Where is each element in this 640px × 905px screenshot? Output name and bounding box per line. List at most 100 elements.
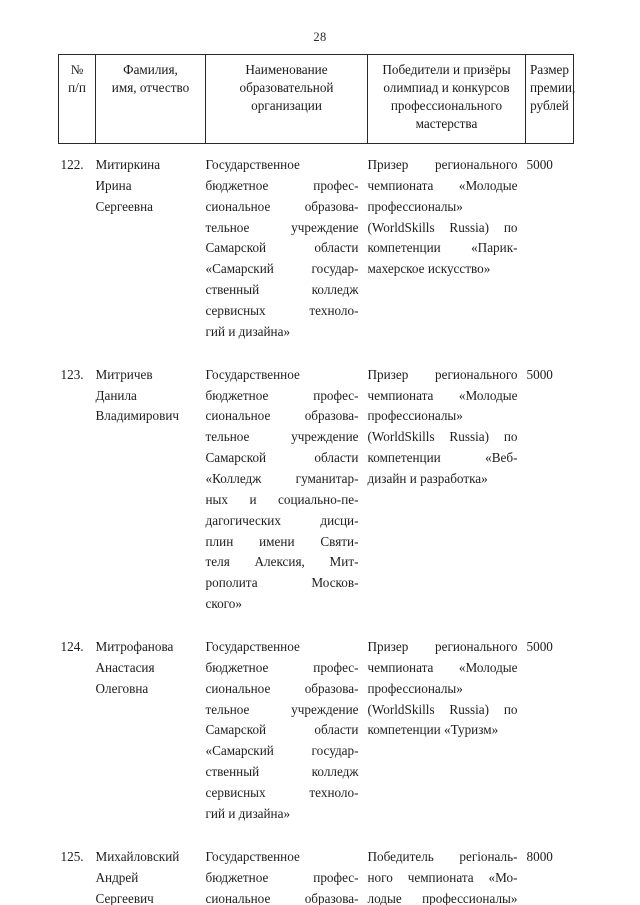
text-line: сиональное образова-: [205, 408, 359, 424]
text-line: Государственное: [205, 848, 300, 864]
text-line: сиональное образова-: [205, 680, 359, 696]
text-line: ственный колледж: [205, 282, 359, 298]
column-header-line: №: [70, 62, 84, 77]
text-line: ского»: [205, 596, 242, 612]
text-line: «Самарский государ-: [205, 261, 359, 277]
text-line: ственный колледж: [205, 764, 359, 780]
column-header-organization: Наименование образовательной организации: [205, 54, 368, 144]
text-line: профессионалы»: [367, 680, 463, 696]
cell-row-number: 124.: [60, 639, 84, 655]
text-line: Данила: [95, 387, 137, 403]
text-line: (WorldSkills Russia) по: [367, 219, 518, 235]
text-line: (WorldSkills Russia) по: [367, 701, 518, 717]
text-line: теля Алексия, Мит-: [205, 554, 359, 570]
text-line: Самарской области: [205, 722, 359, 738]
column-header-line: профессионального: [390, 97, 503, 113]
text-line: плин имени Святи-: [205, 533, 359, 549]
row-spacer-cell: [59, 825, 574, 847]
text-line: Призер регионального: [367, 639, 518, 655]
text-line: профессионалы»: [367, 408, 463, 424]
text-line: чемпионата «Молодые: [367, 177, 518, 193]
column-header-line: олимпиад и конкурсов: [383, 79, 510, 95]
cell-amount: 5000: [526, 639, 553, 655]
text-line: ного чемпионата «Мо-: [367, 869, 518, 885]
column-header-number: № п/п: [58, 54, 96, 144]
text-line: Митрофанова: [95, 639, 174, 655]
text-line: Государственное: [205, 366, 300, 382]
text-line: махерское искусство»: [367, 261, 491, 277]
text-line: Митиркина: [95, 157, 161, 172]
column-header-line: мастерства: [415, 115, 478, 131]
row-spacer: [59, 343, 574, 365]
text-line: Государственное: [205, 639, 300, 655]
row-spacer-cell: [59, 343, 574, 365]
text-line: Государственное: [205, 157, 300, 172]
text-line: «Колледж гуманитар-: [205, 471, 359, 487]
table-header-row: № п/п Фамилия, имя, отчество Наименование о…: [58, 54, 576, 144]
column-header-line: имя, отчество: [111, 79, 190, 95]
column-header-fullname: Фамилия, имя, отчество: [95, 54, 206, 144]
text-line: тельное учреждение: [205, 701, 359, 717]
cell-organization: Государственное бюджетное профес-сиональн…: [206, 365, 368, 615]
column-header-line: организации: [251, 97, 322, 113]
text-line: ных и социально-пе-: [205, 491, 359, 507]
text-line: гий и дизайна»: [205, 805, 291, 821]
text-line: Самарской области: [205, 240, 359, 256]
column-header-line: Размер: [530, 62, 570, 77]
cell-row-number: 122.: [60, 157, 84, 172]
awards-table: № п/п Фамилия, имя, отчество Наименование о…: [58, 54, 576, 905]
column-header-line: Фамилия,: [123, 62, 178, 77]
text-line: дагогических дисци-: [205, 512, 359, 528]
text-line: бюджетное профес-: [205, 387, 359, 403]
cell-achievement: Победитель регіональ-ного чемпионата «Мо…: [368, 847, 526, 905]
text-line: компетенции «Туризм»: [367, 722, 499, 738]
cell-amount: 5000: [526, 366, 553, 382]
column-header-line: премии,: [530, 79, 576, 95]
row-spacer-cell: [59, 615, 574, 637]
column-header-line: Победители и призёры: [382, 62, 511, 77]
row-spacer: [59, 825, 574, 847]
cell-achievement: Призер регионального чемпионата «Молодые п…: [368, 637, 526, 825]
text-line: Призер регионального: [367, 157, 518, 172]
text-line: Сергеевна: [95, 198, 153, 214]
text-line: Победитель регіональ-: [367, 848, 518, 864]
column-header-line: Наименование: [245, 62, 328, 77]
column-header-line: рублей: [530, 97, 569, 113]
cell-organization: Государственное бюджетное профес-сиональн…: [206, 637, 368, 825]
cell-achievement: Призер регионального чемпионата «Молодые п…: [368, 144, 526, 343]
text-line: лодые профессионалы»: [367, 890, 518, 905]
column-header-amount: Размер премии, рублей: [525, 54, 576, 144]
text-line: Самарской области: [205, 450, 359, 466]
text-line: бюджетное профес-: [205, 659, 359, 675]
cell-row-number: 125.: [60, 848, 84, 864]
text-line: сиональное образова-: [205, 890, 359, 905]
text-line: сиональное образова-: [205, 198, 359, 214]
text-line: чемпионата «Молодые: [367, 659, 518, 675]
column-header-line: образовательной: [239, 79, 334, 95]
text-line: профессионалы»: [367, 198, 463, 214]
text-line: Призер регионального: [367, 366, 518, 382]
column-header-achievement: Победители и призёры олимпиад и конкурсов…: [367, 54, 526, 144]
text-line: рополита Москов-: [205, 575, 359, 591]
text-line: гий и дизайна»: [205, 323, 291, 339]
row-spacer: [59, 615, 574, 637]
text-line: «Самарский государ-: [205, 743, 359, 759]
text-line: компетенции «Парик-: [367, 240, 518, 256]
text-line: Андрей: [95, 869, 139, 885]
cell-amount: 5000: [526, 157, 553, 172]
text-line: компетенции «Веб-: [367, 450, 518, 466]
column-header-line: п/п: [68, 79, 86, 95]
table-header: № п/п Фамилия, имя, отчество Наименование о…: [58, 54, 576, 144]
text-line: Анастасия: [95, 659, 155, 675]
